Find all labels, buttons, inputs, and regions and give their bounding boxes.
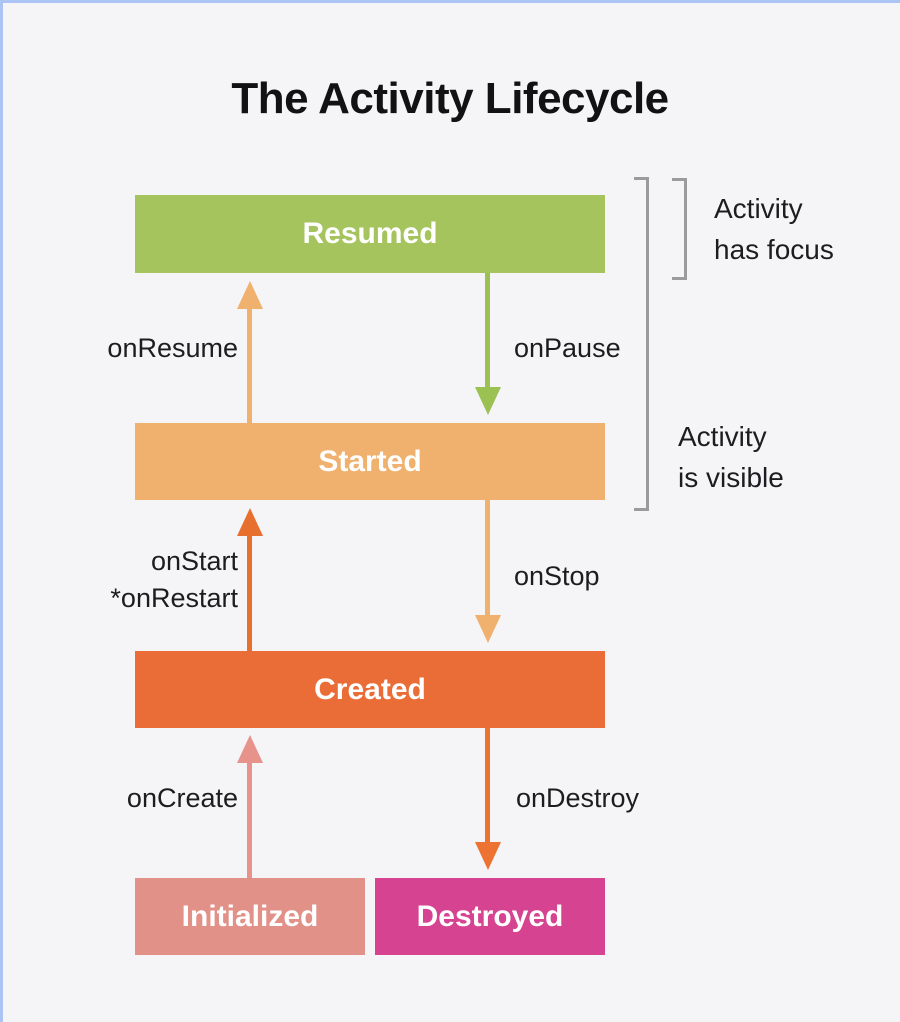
onstart-arrow-stem: [247, 532, 252, 651]
state-label-started: Started: [318, 444, 422, 478]
ondestroy-arrow-down-icon: [475, 842, 501, 870]
state-box-destroyed: Destroyed: [375, 878, 605, 955]
state-box-created: Created: [135, 651, 605, 728]
state-label-created: Created: [314, 672, 426, 706]
page-title: The Activity Lifecycle: [231, 74, 669, 123]
onresume-arrow-up-icon: [237, 281, 263, 309]
transition-label-onpause: onPause: [514, 333, 621, 363]
onpause-arrow-down-icon: [475, 387, 501, 415]
annotation-visible-line2: is visible: [678, 462, 784, 493]
annotation-focus-line2: has focus: [714, 234, 834, 265]
transition-label-onrestart: *onRestart: [110, 583, 238, 613]
annotation-activity-is-visible: Activity is visible: [678, 416, 784, 498]
transition-label-ondestroy: onDestroy: [516, 783, 640, 813]
onpause-arrow-stem: [485, 273, 490, 391]
annotation-visible-line1: Activity: [678, 421, 767, 452]
frame-highlight-top: [0, 0, 900, 3]
onstop-arrow-stem: [485, 500, 490, 619]
bracket-activity-has-focus: [672, 178, 687, 280]
transition-label-onstart: onStart: [150, 546, 238, 576]
state-label-initialized: Initialized: [181, 899, 319, 933]
oncreate-arrow-stem: [247, 759, 252, 878]
annotation-activity-has-focus: Activity has focus: [714, 188, 834, 270]
transition-label-onstop: onStop: [514, 561, 600, 591]
state-box-initialized: Initialized: [135, 878, 365, 955]
state-box-started: Started: [135, 423, 605, 500]
frame-highlight-left: [0, 0, 3, 1022]
state-box-resumed: Resumed: [135, 195, 605, 273]
onstart-arrow-up-icon: [237, 508, 263, 536]
annotation-focus-line1: Activity: [714, 193, 803, 224]
bracket-activity-is-visible: [634, 177, 649, 511]
transition-label-onstart-onrestart: onStart *onRestart: [40, 543, 238, 617]
oncreate-arrow-up-icon: [237, 735, 263, 763]
state-label-resumed: Resumed: [302, 217, 438, 250]
transition-label-onresume: onResume: [107, 333, 238, 363]
transition-label-oncreate: onCreate: [126, 783, 238, 813]
ondestroy-arrow-stem: [485, 728, 490, 846]
onstop-arrow-down-icon: [475, 615, 501, 643]
onresume-arrow-stem: [247, 305, 252, 423]
state-label-destroyed: Destroyed: [416, 899, 564, 933]
